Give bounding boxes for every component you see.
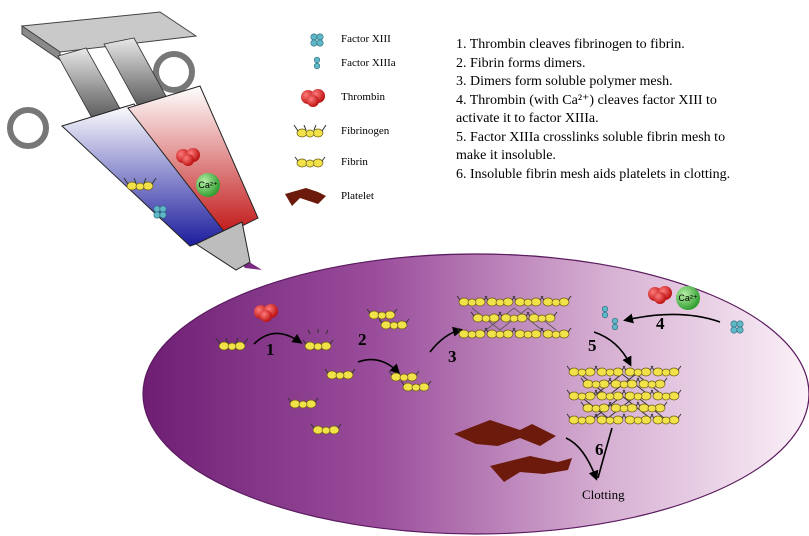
soluble-polymer-mesh bbox=[456, 295, 572, 339]
finger-ring-right bbox=[153, 51, 195, 93]
cleaved-fragments bbox=[307, 329, 329, 335]
step-number-5: 5 bbox=[588, 336, 597, 355]
step-number-4: 4 bbox=[656, 314, 665, 333]
clotting-label: Clotting bbox=[582, 487, 625, 502]
arrow-step-6a bbox=[565, 437, 599, 481]
step-5-text: 5. Factor XIIIa crosslinks soluble fibri… bbox=[456, 129, 726, 145]
arrow-step-3 bbox=[429, 326, 463, 353]
double-syringe: Ca²⁺ bbox=[7, 11, 259, 271]
arrow-step-2 bbox=[357, 358, 401, 375]
legend-fibrin-icon bbox=[294, 156, 326, 168]
arrow-step-5 bbox=[593, 331, 632, 367]
arrow-step-4 bbox=[623, 313, 721, 324]
legend-factor-xiiia-icon bbox=[313, 56, 321, 70]
syringe-calcium bbox=[196, 173, 220, 197]
insoluble-crosslinked-mesh bbox=[566, 365, 682, 425]
legend-fibrinogen-label: Fibrinogen bbox=[341, 125, 390, 137]
legend-platelet-icon bbox=[285, 188, 326, 206]
arrow-step-6b bbox=[597, 427, 613, 479]
step-number-1: 1 bbox=[266, 340, 275, 359]
step-3-text: 3. Dimers form soluble polymer mesh. bbox=[456, 74, 673, 89]
finger-ring-left bbox=[7, 107, 49, 149]
platelet-1 bbox=[454, 420, 556, 446]
platelet-2 bbox=[490, 456, 572, 482]
step-list: 1. Thrombin cleaves fibrinogen to fibrin… bbox=[456, 36, 730, 184]
legend-factor-xiii-label: Factor XIII bbox=[341, 33, 391, 45]
legend-factor-xiii-icon bbox=[310, 33, 324, 47]
step-number-3: 3 bbox=[448, 347, 457, 366]
step-number-6: 6 bbox=[595, 440, 604, 459]
legend-thrombin-label: Thrombin bbox=[341, 91, 385, 103]
step-4-text-cont: activate it to factor XIIIa. bbox=[456, 111, 599, 126]
legend-factor-xiiia-label: Factor XIIIa bbox=[341, 57, 396, 69]
syringe-calcium-label: Ca²⁺ bbox=[198, 180, 218, 190]
plate-calcium-label: Ca²⁺ bbox=[678, 293, 698, 303]
step-6-text: 6. Insoluble fibrin mesh aids platelets … bbox=[456, 166, 731, 182]
legend-fibrin-label: Fibrin bbox=[341, 156, 368, 168]
step-2-text: 2. Fibrin forms dimers. bbox=[456, 55, 586, 71]
legend-fibrinogen-icon bbox=[293, 124, 327, 138]
plate-calcium bbox=[676, 286, 700, 310]
step-5-text-cont: make it insoluble. bbox=[456, 148, 556, 163]
step-4-text: 4. Thrombin (with Ca²⁺) cleaves factor X… bbox=[456, 92, 717, 108]
reaction-plate bbox=[142, 253, 809, 535]
step-1-text: 1. Thrombin cleaves fibrinogen to fibrin… bbox=[456, 37, 685, 52]
arrow-step-1 bbox=[253, 332, 303, 345]
legend-platelet-label: Platelet bbox=[341, 190, 374, 202]
step-number-2: 2 bbox=[358, 330, 367, 349]
legend-thrombin-icon bbox=[301, 89, 325, 107]
